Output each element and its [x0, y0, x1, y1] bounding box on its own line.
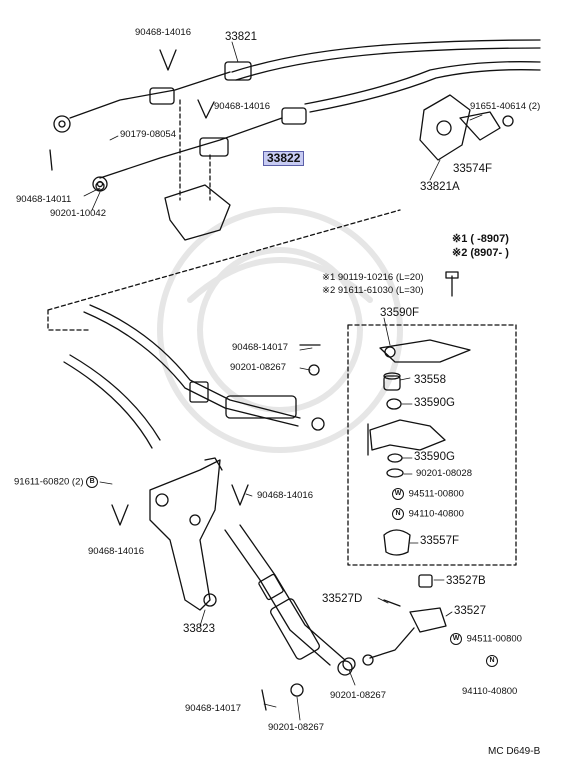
bolt-90119: [445, 271, 459, 297]
part-label[interactable]: 94110-40800: [462, 686, 518, 697]
watermark: [157, 207, 403, 453]
pin-33527D: [383, 599, 401, 607]
upper-cable-33822: [92, 61, 541, 192]
part-label-text: 91611-60820 (2): [14, 476, 84, 488]
part-label-text: 94110-40800: [408, 508, 464, 520]
part-label[interactable]: 90468-14016: [214, 101, 270, 112]
part-label[interactable]: 90201-08267: [230, 362, 286, 373]
washer-90201-08267-c: [290, 683, 304, 697]
washer-33590G-a: [386, 398, 402, 410]
part-label[interactable]: 90468-14017: [185, 703, 241, 714]
part-label[interactable]: N 94110-40800: [392, 508, 464, 520]
bushing-33557F: [383, 529, 411, 556]
cable-bracket: [164, 184, 231, 241]
nut-symbol: N: [392, 508, 404, 520]
legend-note-2: ※2 (8907- ): [452, 247, 509, 259]
joint-33527: [362, 607, 447, 666]
small-clips: [49, 49, 321, 711]
nut-33527B: [418, 574, 433, 588]
part-label[interactable]: 90201-08267: [330, 690, 386, 701]
leader-dash-upper: [47, 99, 401, 331]
part-label[interactable]: 90468-14017: [232, 342, 288, 353]
lever-assembly-box: [347, 324, 517, 566]
bolt-symbol: B: [86, 476, 99, 488]
part-label[interactable]: 90468-14011: [16, 194, 72, 205]
part-label[interactable]: W 94511-00800: [450, 633, 522, 645]
part-label[interactable]: 33527D: [322, 593, 363, 605]
part-label[interactable]: 33558: [414, 374, 446, 386]
part-label[interactable]: 90468-14016: [88, 546, 144, 557]
part-label[interactable]: 33574F: [453, 163, 493, 175]
part-label[interactable]: 33527: [454, 605, 486, 617]
upper-cable-33821: [53, 39, 541, 133]
washer-90201-08267-b: [342, 657, 356, 671]
bushing-33558: [383, 372, 401, 391]
part-label[interactable]: 33557F: [420, 535, 460, 547]
lever-bracket: [367, 419, 446, 456]
washer-symbol: W: [450, 633, 462, 645]
part-label[interactable]: 90179-08054: [120, 129, 176, 140]
washer-90201-08267-a: [308, 364, 320, 376]
bell-crank-33821A: [419, 94, 514, 161]
part-label[interactable]: 33823: [183, 623, 215, 635]
part-label[interactable]: ※1 90119-10216 (L=20): [322, 272, 424, 283]
part-label[interactable]: 33821: [225, 31, 257, 43]
leader-lines: [83, 41, 483, 721]
part-label[interactable]: 33590F: [380, 307, 420, 319]
part-label[interactable]: 90201-10042: [50, 208, 106, 219]
nut-symbol: N: [486, 655, 498, 667]
part-label[interactable]: 33590G: [414, 451, 455, 463]
part-label[interactable]: 33821A: [420, 181, 460, 193]
washer-33590G-b: [387, 453, 403, 463]
part-label[interactable]: 90468-14016: [135, 27, 191, 38]
washer-90201-10042: [95, 181, 105, 191]
part-label[interactable]: W 94511-00800: [392, 488, 464, 500]
washer-90201-08028: [386, 468, 404, 478]
part-label[interactable]: ※2 91611-61030 (L=30): [322, 285, 424, 296]
part-label[interactable]: 91611-60820 (2) B: [14, 476, 100, 488]
part-label[interactable]: 91651-40614 (2): [470, 101, 541, 112]
washer-symbol: W: [392, 488, 404, 500]
part-label-text: 94511-00800: [408, 488, 464, 500]
legend-note-1: ※1 ( -8907): [452, 233, 509, 245]
diagram-code: MC D649-B: [488, 746, 541, 757]
lever-33590F: [379, 339, 471, 363]
part-label[interactable]: 90201-08028: [416, 468, 472, 479]
part-label[interactable]: 90468-14016: [257, 490, 313, 501]
part-label[interactable]: 33590G: [414, 397, 455, 409]
part-label[interactable]: 33527B: [446, 575, 486, 587]
nut-symbol-callout: N: [486, 655, 500, 667]
shift-bracket-33823: [149, 457, 223, 611]
part-label-highlighted[interactable]: 33822: [263, 151, 305, 166]
selector-rod: [224, 524, 353, 676]
lower-cable: [63, 304, 325, 449]
part-label-text: 94511-00800: [466, 633, 522, 645]
part-label[interactable]: 90201-08267: [268, 722, 324, 733]
